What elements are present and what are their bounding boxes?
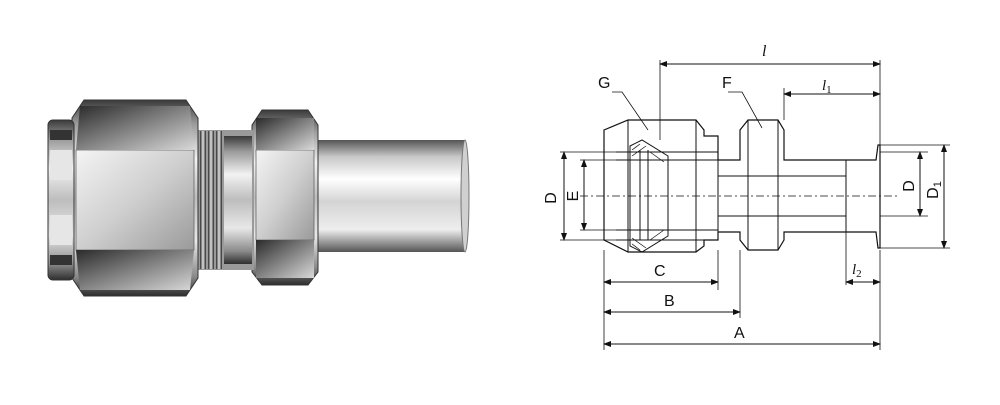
label-D-right: D (901, 180, 918, 192)
nut-front-ring (47, 119, 75, 281)
fitting-photo (47, 99, 470, 297)
label-G: G (598, 75, 610, 92)
label-B: B (664, 293, 675, 310)
label-E: E (565, 191, 582, 202)
label-l1: l1 (822, 78, 832, 96)
label-D-left: D (543, 192, 560, 204)
label-A: A (734, 325, 745, 342)
label-l2: l2 (852, 262, 862, 280)
leader-F (728, 91, 763, 129)
nut-hex (71, 99, 199, 297)
label-D1: D1 (925, 181, 944, 199)
label-F: F (722, 75, 732, 92)
thread-section (198, 130, 254, 270)
ferrule-shape (629, 139, 669, 253)
leader-G (612, 91, 649, 131)
fitting-outline (603, 119, 881, 253)
label-C: C (654, 263, 666, 280)
technical-drawing (560, 60, 950, 350)
body-hex (251, 109, 319, 286)
drawing-labels: l l1 G F C B A l2 D E D D1 (543, 43, 944, 342)
tube-body (305, 140, 465, 252)
label-l: l (762, 43, 767, 60)
